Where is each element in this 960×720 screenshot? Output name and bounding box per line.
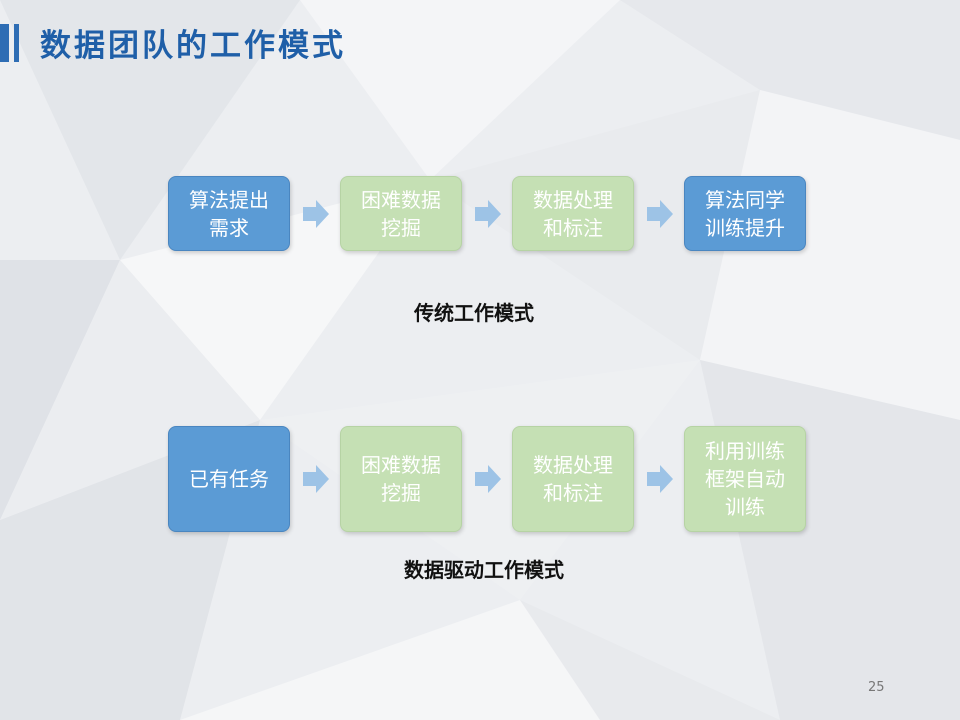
dd-step-1: 已有任务 (168, 426, 290, 532)
page-number: 25 (868, 680, 885, 695)
trad-step-2: 困难数据 挖掘 (340, 176, 462, 251)
page-title: 数据团队的工作模式 (40, 28, 346, 64)
dd-step-2: 困难数据 挖掘 (340, 426, 462, 532)
trad-step-1: 算法提出 需求 (168, 176, 290, 251)
arrow-right-icon (647, 465, 673, 493)
trad-step-3: 数据处理 和标注 (512, 176, 634, 251)
data-driven-caption: 数据驱动工作模式 (404, 558, 564, 582)
arrow-right-icon (475, 200, 501, 228)
dd-step-3: 数据处理 和标注 (512, 426, 634, 532)
traditional-caption: 传统工作模式 (414, 301, 534, 325)
arrow-right-icon (475, 465, 501, 493)
arrow-right-icon (303, 200, 329, 228)
dd-step-4: 利用训练 框架自动 训练 (684, 426, 806, 532)
arrow-right-icon (303, 465, 329, 493)
title-accent-bar (0, 24, 9, 62)
title-accent-bar-thin (14, 24, 19, 62)
trad-step-4: 算法同学 训练提升 (684, 176, 806, 251)
arrow-right-icon (647, 200, 673, 228)
